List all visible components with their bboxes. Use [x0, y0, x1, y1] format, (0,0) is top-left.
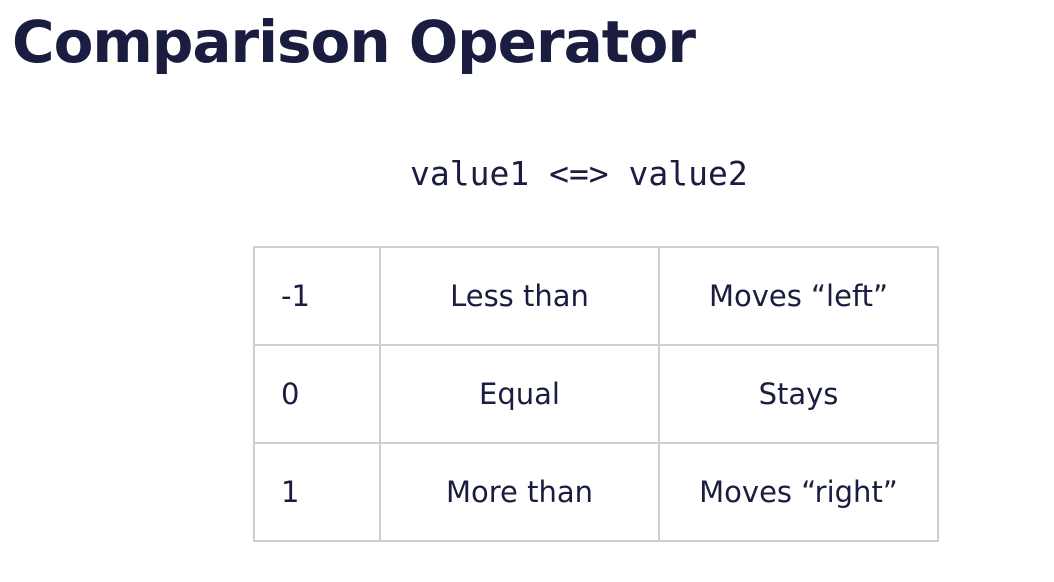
effect-cell: Moves “right”	[658, 442, 939, 542]
comparison-table: -1 Less than Moves “left” 0 Equal Stays …	[253, 246, 939, 542]
effect-cell: Moves “left”	[658, 246, 939, 346]
result-cell: -1	[253, 246, 381, 346]
meaning-cell: Less than	[379, 246, 660, 346]
result-cell: 0	[253, 344, 381, 444]
slide-title: Comparison Operator	[12, 8, 696, 76]
comparison-expression: value1 <=> value2	[410, 154, 748, 193]
meaning-cell: Equal	[379, 344, 660, 444]
result-cell: 1	[253, 442, 381, 542]
meaning-cell: More than	[379, 442, 660, 542]
table-row: 1 More than Moves “right”	[253, 442, 939, 542]
effect-cell: Stays	[658, 344, 939, 444]
table-row: -1 Less than Moves “left”	[253, 246, 939, 346]
table-row: 0 Equal Stays	[253, 344, 939, 444]
